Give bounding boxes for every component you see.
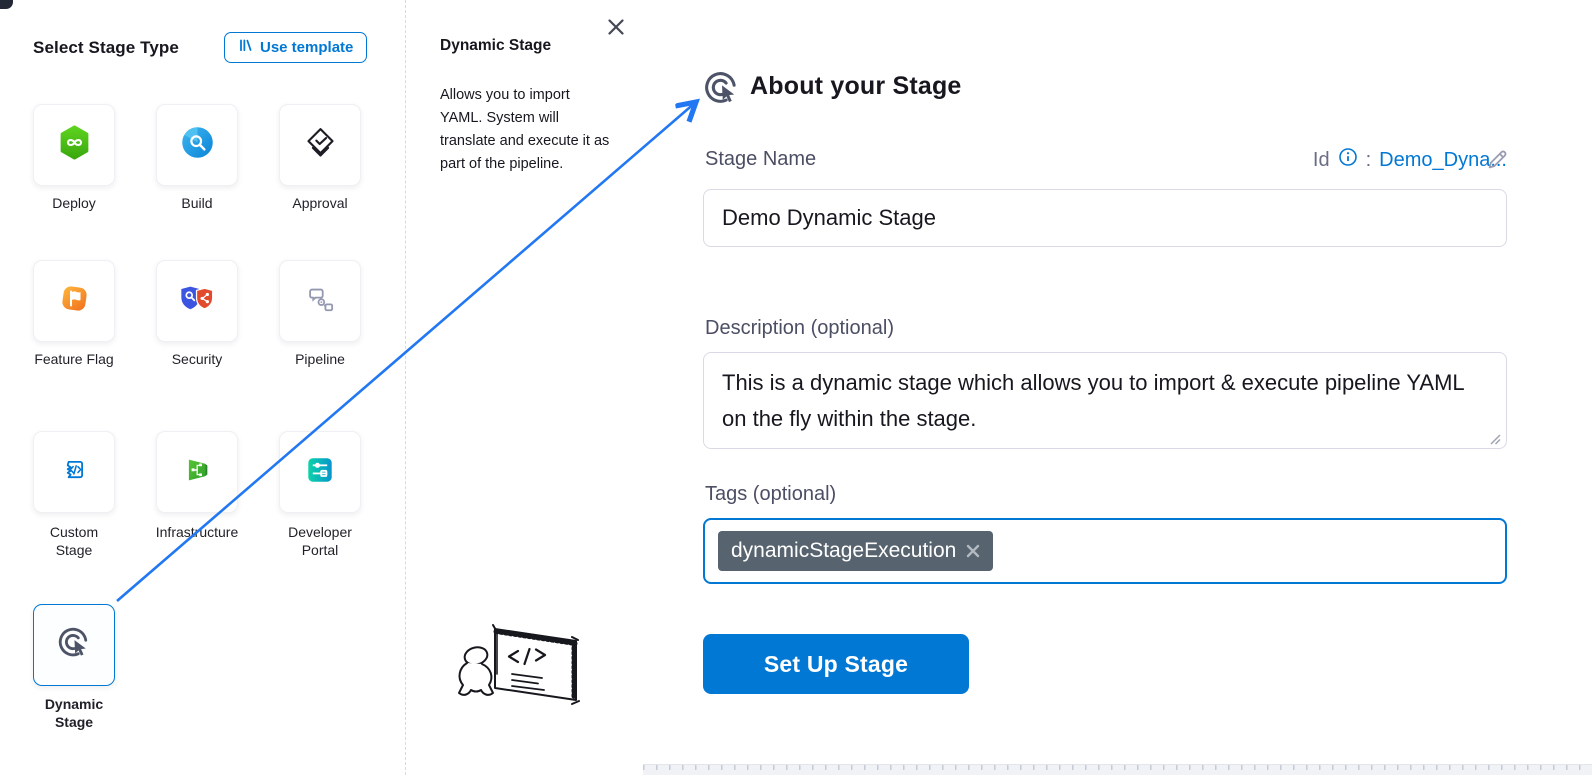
tags-label: Tags (optional) (705, 483, 837, 505)
window-corner-fragment (0, 0, 13, 9)
stage-tile-label: Dynamic Stage (44, 696, 104, 730)
stage-tile-label: Feature Flag (34, 351, 114, 367)
stage-id-value[interactable]: Demo_Dyna... (1379, 148, 1507, 171)
deploy-icon (56, 124, 93, 166)
security-icon (178, 280, 216, 323)
tag-chip: dynamicStageExecution (718, 531, 994, 571)
stage-tile-feature-flag[interactable] (33, 260, 115, 342)
stage-tile-label: Infrastructure (155, 524, 239, 540)
template-library-icon (238, 38, 253, 57)
stage-tile-label: Deploy (52, 195, 96, 211)
whiteboard-illustration (448, 612, 598, 735)
pipeline-canvas-edge (643, 764, 1592, 775)
info-icon[interactable] (1338, 147, 1358, 173)
use-template-label: Use template (260, 39, 354, 56)
stage-tile-infrastructure[interactable] (156, 431, 238, 513)
stage-name-label: Stage Name (705, 148, 817, 170)
stage-tile-deploy[interactable] (33, 104, 115, 186)
edit-id-pencil-icon[interactable] (1484, 148, 1510, 174)
stage-tile-build[interactable] (156, 104, 238, 186)
use-template-button[interactable]: Use template (224, 32, 368, 63)
stage-tile-custom-stage[interactable] (33, 431, 115, 513)
info-panel-title: Dynamic Stage (440, 37, 552, 54)
panel-divider (405, 0, 406, 775)
id-label: Id (1312, 148, 1330, 171)
stage-tile-label: Custom Stage (49, 524, 99, 558)
description-textarea[interactable]: This is a dynamic stage which allows you… (703, 352, 1507, 449)
stage-id-row: Id : Demo_Dyna... (1313, 147, 1507, 173)
stage-tile-label: Developer Portal (288, 524, 352, 558)
description-label: Description (optional) (705, 317, 894, 339)
feature-flag-icon (56, 280, 93, 322)
close-icon[interactable] (604, 15, 628, 39)
stage-tile-security[interactable] (156, 260, 238, 342)
remove-tag-icon[interactable] (966, 544, 980, 558)
stage-tile-label: Security (171, 351, 223, 367)
dynamic-stage-icon (55, 624, 93, 667)
about-your-stage-title: About your Stage (750, 72, 962, 100)
stage-tile-label: Build (181, 195, 213, 211)
custom-stage-icon (56, 452, 92, 493)
tag-text: dynamicStageExecution (731, 539, 957, 562)
pipeline-icon (302, 281, 338, 322)
infrastructure-icon (179, 452, 215, 493)
stage-tile-approval[interactable] (279, 104, 361, 186)
id-separator: : (1365, 148, 1372, 171)
developer-portal-icon (302, 452, 338, 493)
textarea-resize-grip[interactable] (1490, 432, 1501, 450)
stage-tile-developer-portal[interactable] (279, 431, 361, 513)
set-up-stage-button[interactable]: Set Up Stage (703, 634, 969, 694)
tags-input[interactable]: dynamicStageExecution (703, 518, 1507, 584)
stage-tile-label: Pipeline (295, 351, 345, 367)
dynamic-stage-header-icon (701, 68, 742, 114)
select-stage-type-title: Select Stage Type (33, 38, 179, 57)
stage-tile-pipeline[interactable] (279, 260, 361, 342)
info-panel-description: Allows you to import YAML. System will t… (440, 87, 610, 172)
stage-name-input[interactable] (703, 189, 1507, 247)
stage-tile-dynamic-stage[interactable] (33, 604, 115, 686)
stage-tile-label: Approval (292, 195, 348, 211)
build-icon (179, 124, 216, 166)
approval-icon (302, 124, 339, 166)
